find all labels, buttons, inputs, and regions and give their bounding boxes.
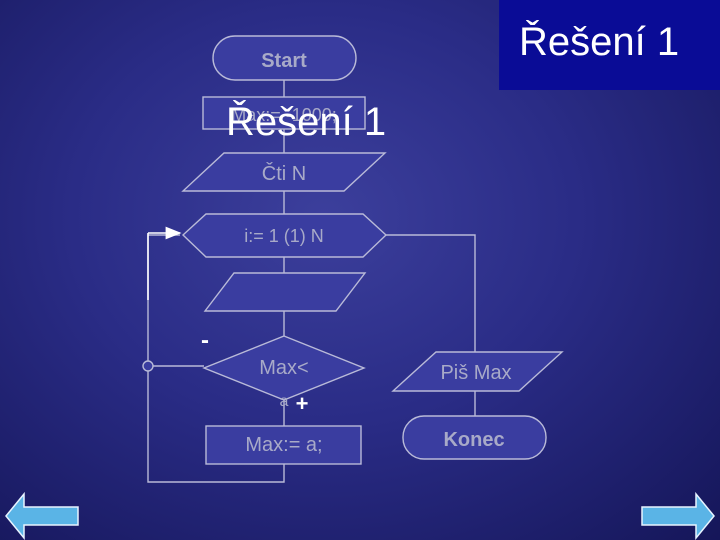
connector-assign-loopback	[147, 234, 285, 483]
arrow-left-icon	[5, 491, 79, 540]
connector-loop-exit	[386, 234, 476, 352]
init-label: Max:= -1000;	[231, 105, 337, 125]
yes-branch-label: +	[296, 391, 309, 416]
print-io	[391, 351, 564, 392]
overlay-title: Řešení 1	[226, 100, 387, 144]
assign-process	[205, 425, 362, 465]
junction-point	[142, 360, 154, 372]
forward-button[interactable]	[641, 491, 715, 540]
back-button[interactable]	[5, 491, 79, 540]
print-label: Piš Max	[440, 362, 511, 384]
title-box: Řešení 1	[499, 0, 720, 90]
end-label: Konec	[443, 429, 504, 451]
loop-preparation	[181, 213, 388, 258]
slide-title: Řešení 1	[519, 20, 680, 64]
connectors	[147, 80, 476, 483]
read-n-label: Čti N	[262, 162, 306, 185]
condition-label-line2: a	[280, 393, 289, 410]
end-terminator	[402, 415, 547, 460]
init-process	[202, 96, 366, 130]
no-branch-label: -	[201, 327, 209, 354]
read-n-io	[181, 152, 387, 192]
assign-label: Max:= a;	[245, 434, 322, 456]
start-terminator	[212, 35, 357, 81]
read-a-io	[203, 272, 367, 312]
loop-label: i:= 1 (1) N	[244, 226, 324, 246]
condition-decision	[202, 335, 366, 401]
start-label: Start	[261, 50, 307, 72]
arrow-right-icon	[641, 491, 715, 540]
condition-label-line1: Max<	[259, 357, 308, 379]
